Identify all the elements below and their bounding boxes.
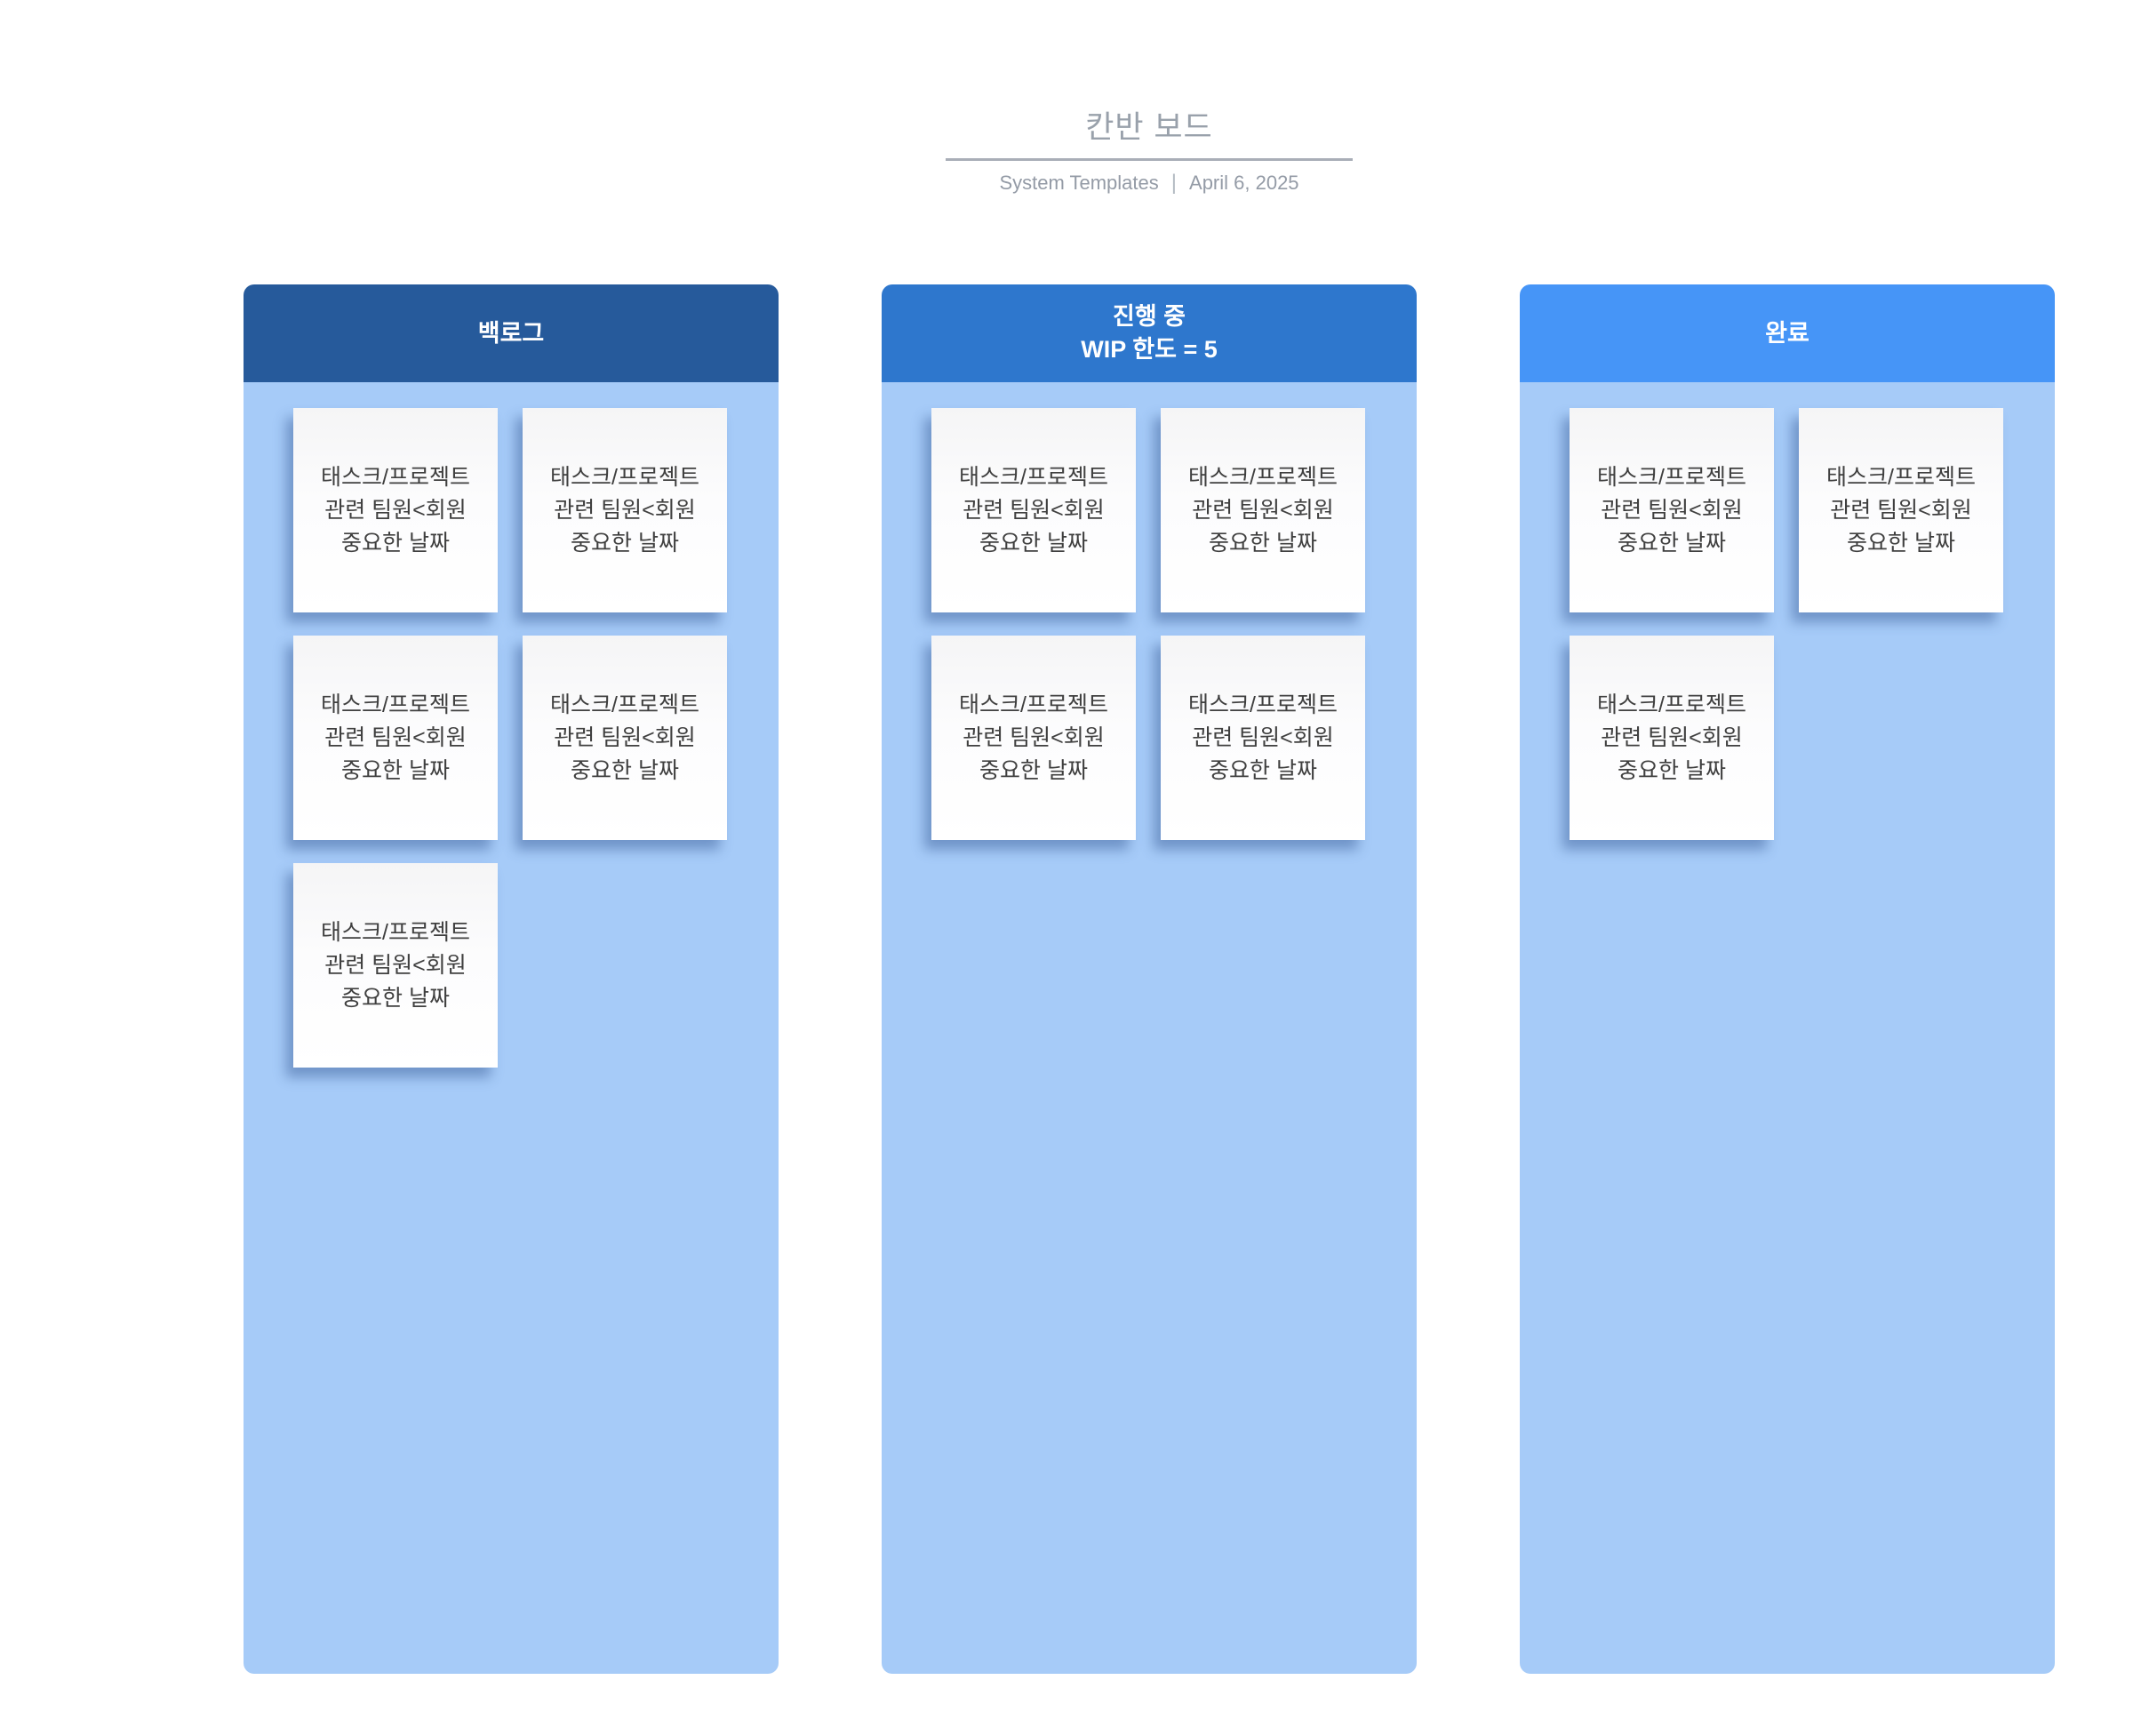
card-line-3: 중요한 날짜 — [1209, 530, 1317, 556]
card-line-2: 관련 팀원<회원 — [554, 724, 696, 750]
card-line-2: 관련 팀원<회원 — [1601, 724, 1743, 750]
card-line-1: 태스크/프로젝트 — [1826, 464, 1976, 490]
kanban-card[interactable]: 태스크/프로젝트 관련 팀원<회원 중요한 날짜 — [931, 636, 1136, 840]
card-line-1: 태스크/프로젝트 — [959, 464, 1108, 490]
card-line-2: 관련 팀원<회원 — [963, 497, 1105, 523]
card-line-3: 중요한 날짜 — [1618, 757, 1726, 783]
card-line-1: 태스크/프로젝트 — [550, 464, 699, 490]
subtitle-separator: | — [1170, 171, 1178, 195]
card-line-1: 태스크/프로젝트 — [1597, 692, 1746, 717]
title-divider — [946, 158, 1353, 161]
kanban-card[interactable]: 태스크/프로젝트 관련 팀원<회원 중요한 날짜 — [293, 636, 498, 840]
card-line-2: 관련 팀원<회원 — [324, 952, 467, 978]
card-line-2: 관련 팀원<회원 — [1192, 497, 1334, 523]
card-line-3: 중요한 날짜 — [341, 757, 450, 783]
kanban-card[interactable]: 태스크/프로젝트 관련 팀원<회원 중요한 날짜 — [1161, 636, 1365, 840]
card-line-2: 관련 팀원<회원 — [1192, 724, 1334, 750]
card-line-2: 관련 팀원<회원 — [963, 724, 1105, 750]
card-line-1: 태스크/프로젝트 — [1188, 464, 1338, 490]
kanban-card[interactable]: 태스크/프로젝트 관련 팀원<회원 중요한 날짜 — [293, 408, 498, 612]
kanban-card[interactable]: 태스크/프로젝트 관련 팀원<회원 중요한 날짜 — [1161, 408, 1365, 612]
card-line-2: 관련 팀원<회원 — [554, 497, 696, 523]
card-line-1: 태스크/프로젝트 — [321, 919, 470, 945]
column-done-title: 완료 — [1765, 319, 1809, 347]
card-line-1: 태스크/프로젝트 — [321, 464, 470, 490]
card-line-2: 관련 팀원<회원 — [324, 497, 467, 523]
column-in-progress: 진행 중 WIP 한도 = 5 태스크/프로젝트 관련 팀원<회원 중요한 날짜… — [882, 284, 1417, 1674]
subtitle-source: System Templates — [999, 172, 1159, 194]
card-line-1: 태스크/프로젝트 — [321, 692, 470, 717]
page-title: 칸반 보드 — [1085, 110, 1213, 145]
card-line-3: 중요한 날짜 — [571, 757, 679, 783]
column-in-progress-body: 태스크/프로젝트 관련 팀원<회원 중요한 날짜 태스크/프로젝트 관련 팀원<… — [882, 382, 1417, 1674]
title-block: 칸반 보드 System Templates | April 6, 2025 — [244, 108, 2055, 196]
card-line-1: 태스크/프로젝트 — [1188, 692, 1338, 717]
kanban-card[interactable]: 태스크/프로젝트 관련 팀원<회원 중요한 날짜 — [523, 408, 727, 612]
subtitle-date: April 6, 2025 — [1189, 172, 1299, 194]
column-done-header: 완료 — [1520, 284, 2055, 382]
column-backlog: 백로그 태스크/프로젝트 관련 팀원<회원 중요한 날짜 태스크/프로젝트 관련… — [244, 284, 779, 1674]
column-backlog-title: 백로그 — [477, 319, 545, 347]
card-line-3: 중요한 날짜 — [979, 757, 1088, 783]
card-line-3: 중요한 날짜 — [1209, 757, 1317, 783]
kanban-card[interactable]: 태스크/프로젝트 관련 팀원<회원 중요한 날짜 — [523, 636, 727, 840]
card-line-2: 관련 팀원<회원 — [1601, 497, 1743, 523]
column-backlog-header: 백로그 — [244, 284, 779, 382]
column-in-progress-title: 진행 중 — [1112, 303, 1186, 330]
card-line-3: 중요한 날짜 — [341, 985, 450, 1011]
card-line-2: 관련 팀원<회원 — [324, 724, 467, 750]
card-line-3: 중요한 날짜 — [341, 530, 450, 556]
kanban-card[interactable]: 태스크/프로젝트 관련 팀원<회원 중요한 날짜 — [1570, 408, 1774, 612]
column-backlog-body: 태스크/프로젝트 관련 팀원<회원 중요한 날짜 태스크/프로젝트 관련 팀원<… — [244, 382, 779, 1674]
card-line-1: 태스크/프로젝트 — [959, 692, 1108, 717]
card-line-3: 중요한 날짜 — [571, 530, 679, 556]
column-in-progress-header: 진행 중 WIP 한도 = 5 — [882, 284, 1417, 382]
card-line-3: 중요한 날짜 — [1618, 530, 1726, 556]
card-line-1: 태스크/프로젝트 — [550, 692, 699, 717]
subtitle: System Templates | April 6, 2025 — [244, 171, 2055, 196]
kanban-card[interactable]: 태스크/프로젝트 관련 팀원<회원 중요한 날짜 — [931, 408, 1136, 612]
column-done-body: 태스크/프로젝트 관련 팀원<회원 중요한 날짜 태스크/프로젝트 관련 팀원<… — [1520, 382, 2055, 1674]
kanban-board: 백로그 태스크/프로젝트 관련 팀원<회원 중요한 날짜 태스크/프로젝트 관련… — [244, 284, 2055, 1674]
card-line-3: 중요한 날짜 — [979, 530, 1088, 556]
kanban-card[interactable]: 태스크/프로젝트 관련 팀원<회원 중요한 날짜 — [1799, 408, 2003, 612]
card-line-2: 관련 팀원<회원 — [1830, 497, 1972, 523]
column-done: 완료 태스크/프로젝트 관련 팀원<회원 중요한 날짜 태스크/프로젝트 관련 … — [1520, 284, 2055, 1674]
column-in-progress-wip-limit: WIP 한도 = 5 — [1081, 336, 1218, 363]
kanban-card[interactable]: 태스크/프로젝트 관련 팀원<회원 중요한 날짜 — [1570, 636, 1774, 840]
kanban-card[interactable]: 태스크/프로젝트 관련 팀원<회원 중요한 날짜 — [293, 863, 498, 1068]
card-line-3: 중요한 날짜 — [1847, 530, 1955, 556]
card-line-1: 태스크/프로젝트 — [1597, 464, 1746, 490]
